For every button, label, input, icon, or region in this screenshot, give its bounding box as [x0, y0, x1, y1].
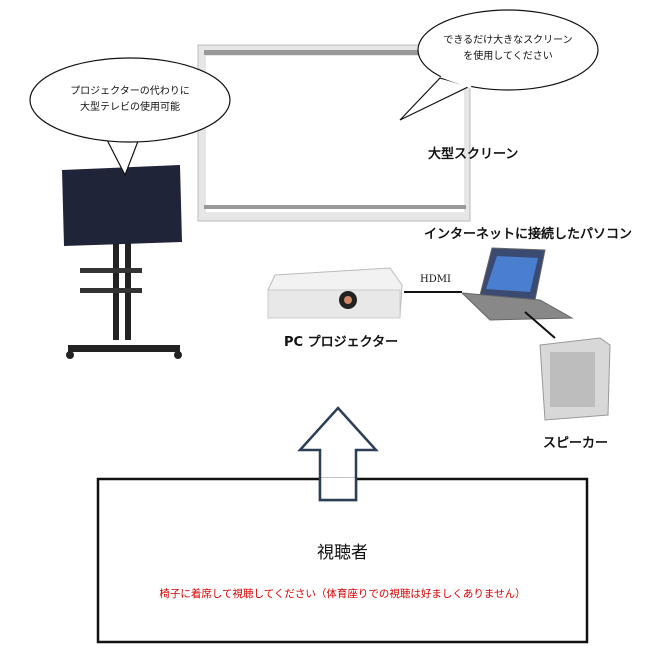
hdmi-label: HDMI	[420, 274, 451, 285]
screen-label: 大型スクリーン	[428, 147, 519, 162]
audience-title: 視聴者	[317, 543, 368, 563]
speech-bubble-tv	[29, 57, 231, 177]
projector-image	[267, 267, 403, 319]
tv-note: プロジェクターの代わりに 大型テレビの使用可能	[40, 84, 220, 116]
tv-note-line1: プロジェクターの代わりに	[70, 86, 190, 97]
screen-note-line2: を使用してください	[463, 51, 553, 62]
speaker-label: スピーカー	[543, 436, 609, 451]
tv-on-stand-image	[62, 165, 182, 359]
screen-note-line1: できるだけ大きなスクリーン	[443, 35, 573, 46]
tv-note-line2: 大型テレビの使用可能	[80, 102, 180, 113]
speech-bubble-screen	[399, 9, 599, 121]
screen-note: できるだけ大きなスクリーン を使用してください	[420, 33, 596, 65]
speaker-image	[539, 337, 611, 421]
pc-label: インターネットに接続したパソコン	[424, 227, 633, 242]
speaker-cable-line	[524, 311, 556, 339]
audience-note: 椅子に着席して視聴してください（体育座りでの視聴は好ましくありません）	[159, 588, 526, 600]
projector-label: PC プロジェクター	[284, 335, 399, 350]
laptop-image	[460, 247, 574, 321]
large-screen-image	[197, 44, 471, 222]
